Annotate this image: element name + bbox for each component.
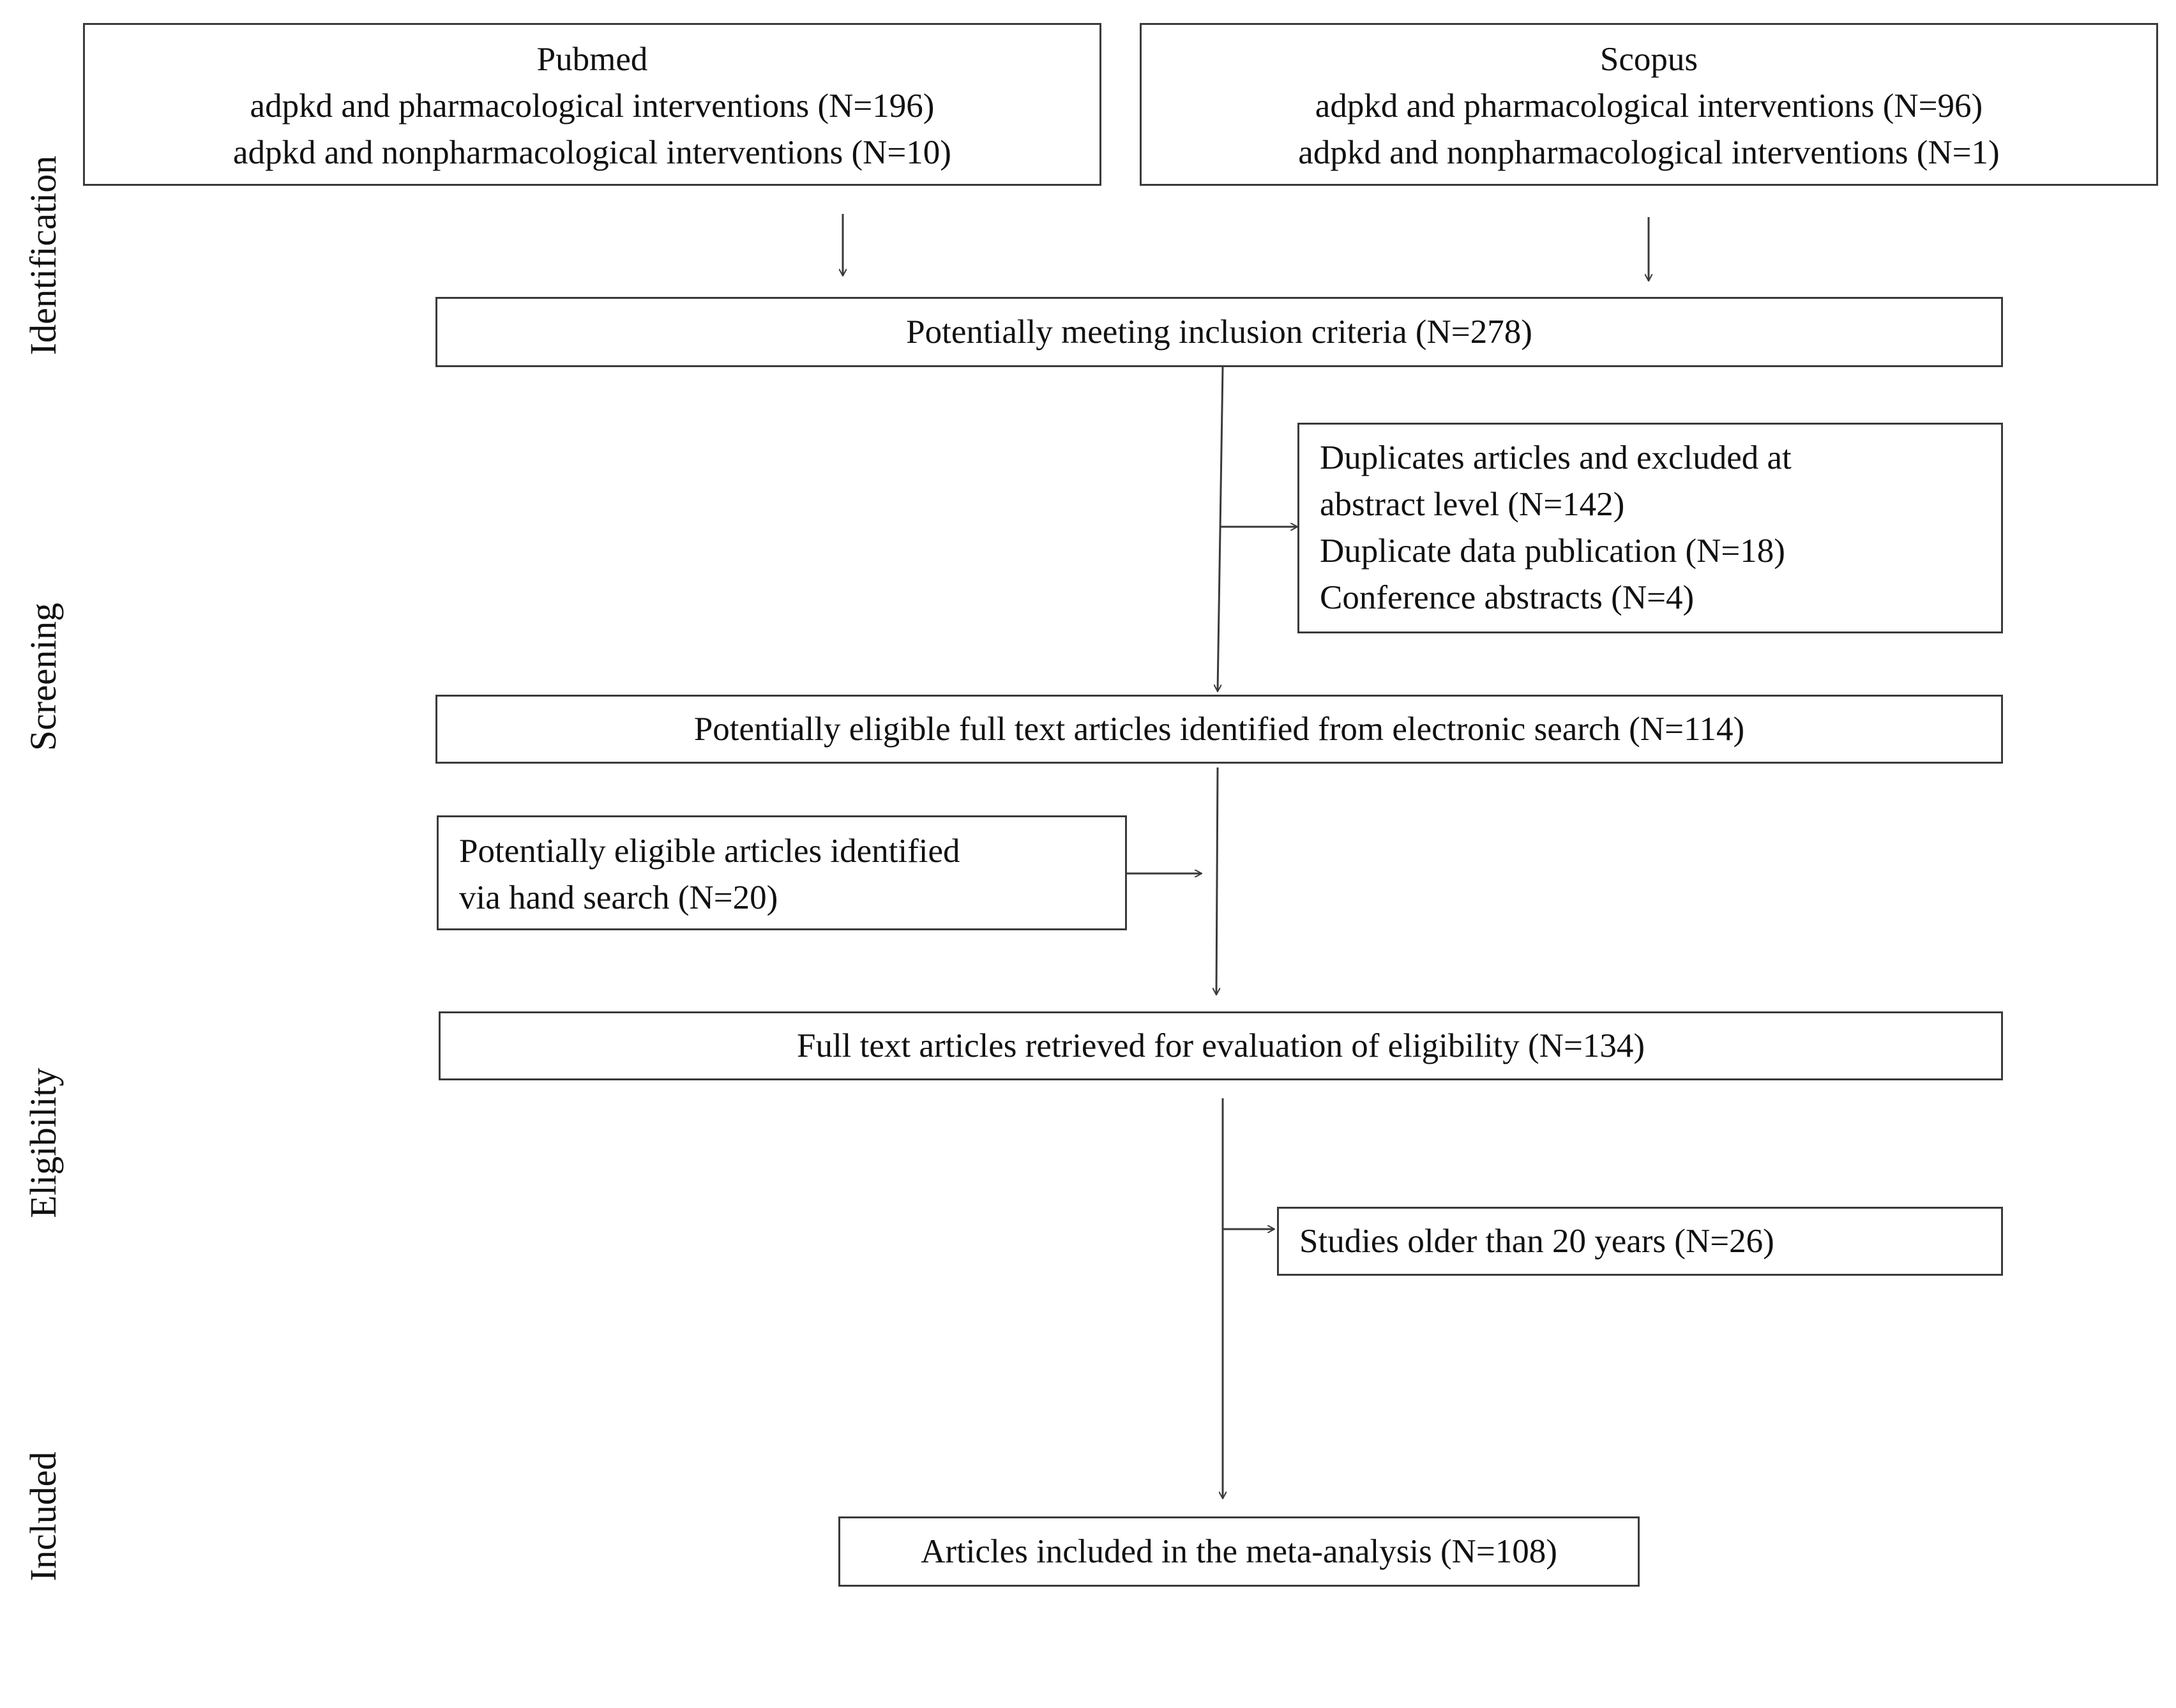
included-final-text: Articles included in the meta-analysis (… — [921, 1533, 1557, 1570]
exclusion-duplicates-line2: abstract level (N=142) — [1320, 486, 1625, 523]
exclusion-conference-abstracts: Conference abstracts (N=4) — [1320, 579, 1695, 616]
scopus-pharmacological-count: adpkd and pharmacological interventions … — [1315, 87, 1983, 125]
full-text-retrieved-box: Full text articles retrieved for evaluat… — [439, 1011, 2003, 1080]
scopus-title: Scopus — [1599, 41, 1698, 78]
pubmed-title: Pubmed — [536, 41, 648, 78]
potentially-eligible-electronic-box: Potentially eligible full text articles … — [435, 695, 2003, 764]
arrow-main-to-eligible — [1218, 367, 1224, 692]
exclusion-eligibility-box: Studies older than 20 years (N=26) — [1277, 1207, 2003, 1276]
hand-search-box: Potentially eligible articles identified… — [437, 815, 1127, 930]
full-text-retrieved-text: Full text articles retrieved for evaluat… — [796, 1027, 1645, 1064]
pubmed-nonpharmacological-count: adpkd and nonpharmacological interventio… — [233, 134, 951, 171]
exclusion-older-studies: Studies older than 20 years (N=26) — [1299, 1223, 1774, 1260]
pubmed-box: Pubmed adpkd and pharmacological interve… — [83, 23, 1101, 186]
arrow-eligible-to-fulltext — [1216, 767, 1218, 995]
included-final-box: Articles included in the meta-analysis (… — [838, 1516, 1640, 1587]
hand-search-line2: via hand search (N=20) — [459, 879, 778, 916]
scopus-nonpharmacological-count: adpkd and nonpharmacological interventio… — [1298, 134, 2000, 171]
potentially-meeting-text: Potentially meeting inclusion criteria (… — [906, 314, 1532, 351]
exclusion-duplicate-data: Duplicate data publication (N=18) — [1320, 533, 1785, 570]
exclusion-duplicates-line1: Duplicates articles and excluded at — [1320, 439, 1792, 476]
potentially-meeting-box: Potentially meeting inclusion criteria (… — [435, 297, 2003, 367]
hand-search-line1: Potentially eligible articles identified — [459, 833, 960, 870]
scopus-box: Scopus adpkd and pharmacological interve… — [1140, 23, 2158, 186]
flow-connectors — [0, 214, 2176, 1605]
potentially-eligible-electronic-text: Potentially eligible full text articles … — [693, 711, 1745, 748]
exclusion-screening-box: Duplicates articles and excluded at abst… — [1297, 423, 2003, 633]
pubmed-pharmacological-count: adpkd and pharmacological interventions … — [250, 87, 935, 125]
